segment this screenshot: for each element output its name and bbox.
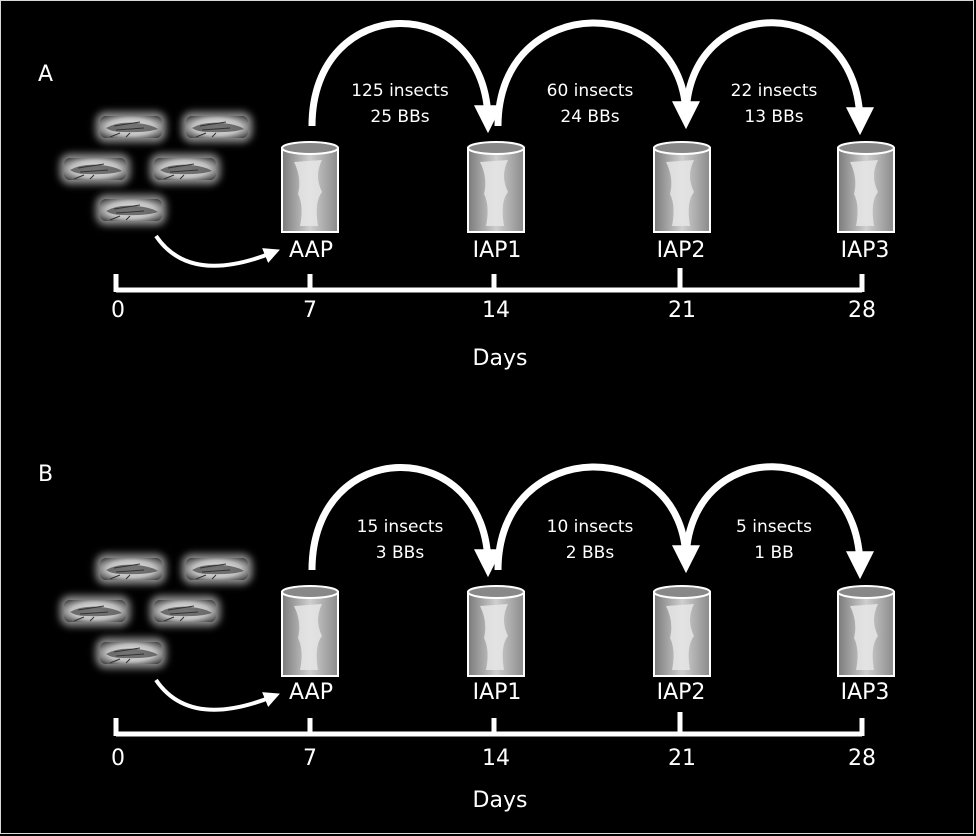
tick-label: 21 [668, 746, 696, 771]
stage-label-iap1: IAP1 [472, 238, 522, 263]
insect-count: 125 insects [351, 81, 449, 101]
stage-label-iap3: IAP3 [840, 680, 890, 705]
tick-label: 14 [482, 746, 510, 771]
insect-image [100, 116, 162, 138]
panel-b: B AAP IAP1 IAP2 IAP3 15 insects 3 BBs 10… [0, 418, 976, 836]
transfer-1: 15 insects 3 BBs [330, 514, 470, 566]
insect-image [186, 558, 248, 580]
stage-label-iap2: IAP2 [656, 680, 706, 705]
acquisition-arrow [154, 678, 280, 712]
transfer-arrow-3 [682, 463, 874, 580]
acquisition-arrow [154, 234, 280, 268]
panel-label: A [38, 62, 54, 87]
transfer-2: 60 insects 24 BBs [520, 78, 660, 130]
axis-label: Days [472, 788, 528, 813]
transfer-3: 22 insects 13 BBs [704, 78, 844, 130]
stage-label-aap: AAP [289, 680, 333, 705]
cup-graphics [281, 585, 895, 677]
bb-count: 3 BBs [375, 543, 425, 563]
cup-graphics [281, 141, 895, 233]
transfer-3: 5 insects 1 BB [704, 514, 844, 566]
tick-label: 7 [303, 746, 317, 771]
insect-image [64, 600, 126, 622]
insect-image [100, 642, 162, 664]
insect-count: 60 insects [546, 81, 634, 101]
bb-count: 13 BBs [744, 107, 804, 127]
insect-image [100, 558, 162, 580]
bb-count: 24 BBs [560, 107, 620, 127]
bb-count: 25 BBs [370, 107, 430, 127]
transfer-arrow-1 [308, 464, 502, 578]
insect-count: 5 insects [736, 517, 812, 537]
insect-count: 15 insects [356, 517, 444, 537]
stage-label-iap1: IAP1 [472, 680, 522, 705]
tick-label: 28 [848, 746, 876, 771]
tick-label: 7 [303, 298, 317, 323]
tick-label: 28 [848, 298, 876, 323]
tick-label: 0 [111, 298, 125, 323]
tick-label: 14 [482, 298, 510, 323]
tick-label: 21 [668, 298, 696, 323]
insect-image [154, 600, 216, 622]
stage-label-aap: AAP [289, 238, 333, 263]
insect-count: 22 insects [730, 81, 818, 101]
transfer-2: 10 insects 2 BBs [520, 514, 660, 566]
bb-count: 2 BBs [565, 543, 615, 563]
panel-label: B [38, 462, 54, 487]
panel-b-graphics [113, 463, 895, 737]
bb-count: 1 BB [754, 543, 794, 563]
transfer-arrow-2 [494, 19, 700, 130]
tick-label: 0 [111, 746, 125, 771]
panel-a-graphics [113, 19, 895, 293]
stage-label-iap2: IAP2 [656, 238, 706, 263]
transfer-arrow-2 [494, 463, 700, 574]
axis-label: Days [472, 346, 528, 371]
transfer-arrow-1 [308, 20, 502, 134]
insect-image [186, 116, 248, 138]
panel-a: A AAP IAP1 IAP2 IAP3 125 insects 25 BBs … [38, 62, 890, 371]
stage-label-iap3: IAP3 [840, 238, 890, 263]
insect-image [64, 158, 126, 180]
insect-image [100, 199, 162, 221]
insect-count: 10 insects [546, 517, 634, 537]
transfer-1: 125 insects 25 BBs [330, 78, 470, 130]
insect-image [154, 158, 216, 180]
transfer-arrow-3 [682, 19, 874, 136]
